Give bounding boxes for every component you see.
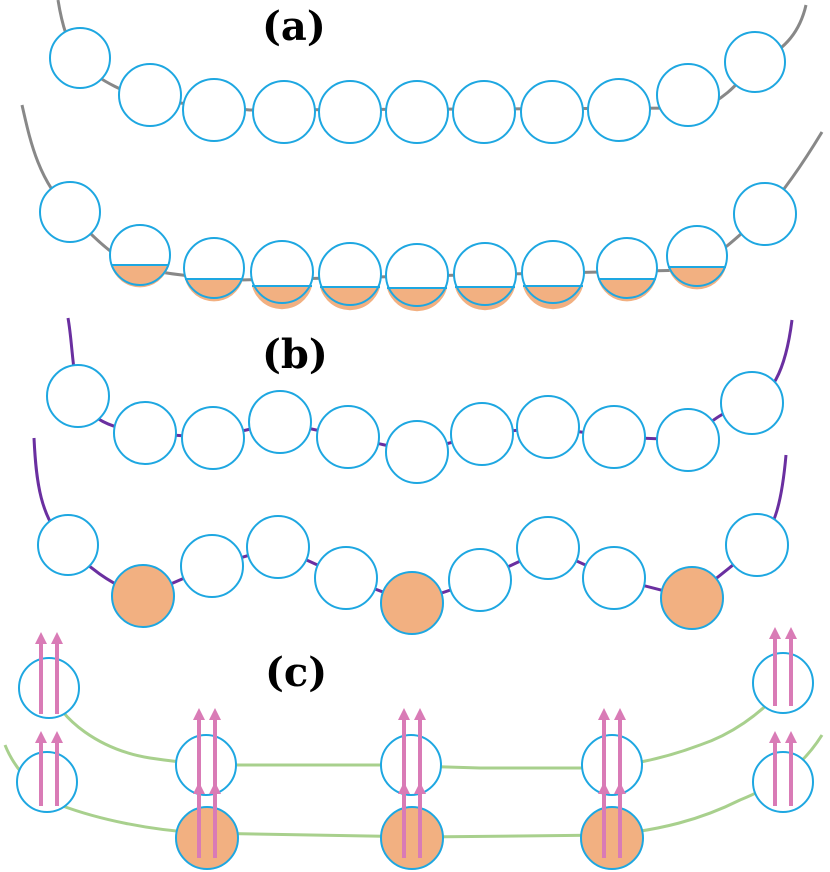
bead — [316, 405, 380, 469]
spin-arrow-head — [598, 708, 610, 720]
panel-a: (a) — [20, 0, 824, 312]
bead — [248, 390, 312, 454]
chain-b-top — [46, 317, 794, 484]
bead-partial — [109, 224, 171, 288]
bead — [318, 80, 382, 144]
bead — [656, 408, 720, 472]
spin-arrow-head — [614, 708, 626, 720]
spin-arrow-head — [35, 731, 47, 743]
chain-b-bottom — [32, 437, 789, 635]
chain-a-bottom — [20, 104, 824, 312]
chain-c-bottom-beads — [16, 751, 814, 870]
bead — [380, 734, 442, 796]
bead-partial — [183, 237, 245, 302]
bead — [314, 546, 378, 610]
spin-arrow-head — [598, 782, 610, 794]
bead-filled — [660, 566, 724, 630]
bead — [181, 406, 245, 470]
bead — [246, 515, 310, 579]
bead — [587, 78, 651, 142]
bead — [725, 513, 789, 577]
bead — [516, 516, 580, 580]
chain-b-bottom-beads — [37, 513, 789, 635]
spin-arrow-head — [193, 782, 205, 794]
bead — [752, 751, 814, 813]
bead — [724, 31, 786, 93]
bead — [252, 80, 316, 144]
bead — [46, 364, 110, 428]
bead — [385, 420, 449, 484]
bead — [385, 80, 449, 144]
bead — [582, 546, 646, 610]
bead-partial — [666, 225, 728, 290]
spin-arrow-head — [35, 632, 47, 644]
panel-b: (b) — [32, 317, 794, 635]
bead-filled — [580, 806, 644, 870]
panel-a-label: (a) — [262, 3, 326, 50]
bead — [752, 652, 814, 714]
bead — [656, 63, 720, 127]
bead — [37, 514, 99, 576]
bead — [581, 734, 643, 796]
spin-arrow-head — [785, 627, 797, 639]
bead-filled — [380, 806, 444, 870]
spin-arrow-head — [209, 782, 221, 794]
spin-arrow-head — [414, 782, 426, 794]
bead — [450, 402, 514, 466]
bead — [520, 80, 584, 144]
spin-arrow-head — [398, 708, 410, 720]
spin-arrow-head — [193, 708, 205, 720]
bead — [720, 371, 784, 435]
chain-c-top-line — [47, 687, 785, 770]
bead — [118, 63, 182, 127]
bead — [49, 27, 111, 89]
spin-arrow-head — [785, 731, 797, 743]
spin-arrow-head — [51, 632, 63, 644]
bead-partial — [385, 243, 449, 312]
spin-arrow-head — [414, 708, 426, 720]
spin-arrow-head — [398, 782, 410, 794]
bead — [516, 395, 580, 459]
bead-partial — [318, 242, 382, 311]
spin-arrow-head — [51, 731, 63, 743]
bead-filled — [380, 571, 444, 635]
chain-b-top-beads — [46, 364, 784, 484]
panel-c: (c) — [3, 627, 824, 870]
bead-filled — [111, 564, 175, 628]
bead-filled — [175, 806, 239, 870]
bead — [180, 534, 244, 598]
spin-arrow-head — [209, 708, 221, 720]
bead — [733, 182, 797, 246]
spin-arrow-head — [769, 731, 781, 743]
bead — [39, 181, 101, 243]
spin-arrow-head — [614, 782, 626, 794]
bead — [582, 405, 646, 469]
bead-partial — [250, 240, 314, 310]
bead-partial — [521, 240, 585, 310]
chain-a-top-beads — [49, 27, 786, 144]
bead — [18, 657, 80, 719]
bead-partial — [596, 237, 658, 302]
bead — [182, 78, 246, 142]
panel-c-label: (c) — [265, 649, 327, 696]
bead — [113, 401, 177, 465]
bead — [448, 548, 512, 612]
bead — [16, 751, 78, 813]
bead — [175, 734, 237, 796]
chain-a-bottom-beads — [39, 181, 797, 312]
panel-b-label: (b) — [262, 331, 328, 378]
spin-arrows — [35, 627, 797, 858]
bead-partial — [453, 242, 517, 311]
chain-c-top-beads — [18, 652, 814, 796]
spin-arrow-head — [769, 627, 781, 639]
chain-a-top — [49, 0, 808, 144]
bead — [452, 80, 516, 144]
